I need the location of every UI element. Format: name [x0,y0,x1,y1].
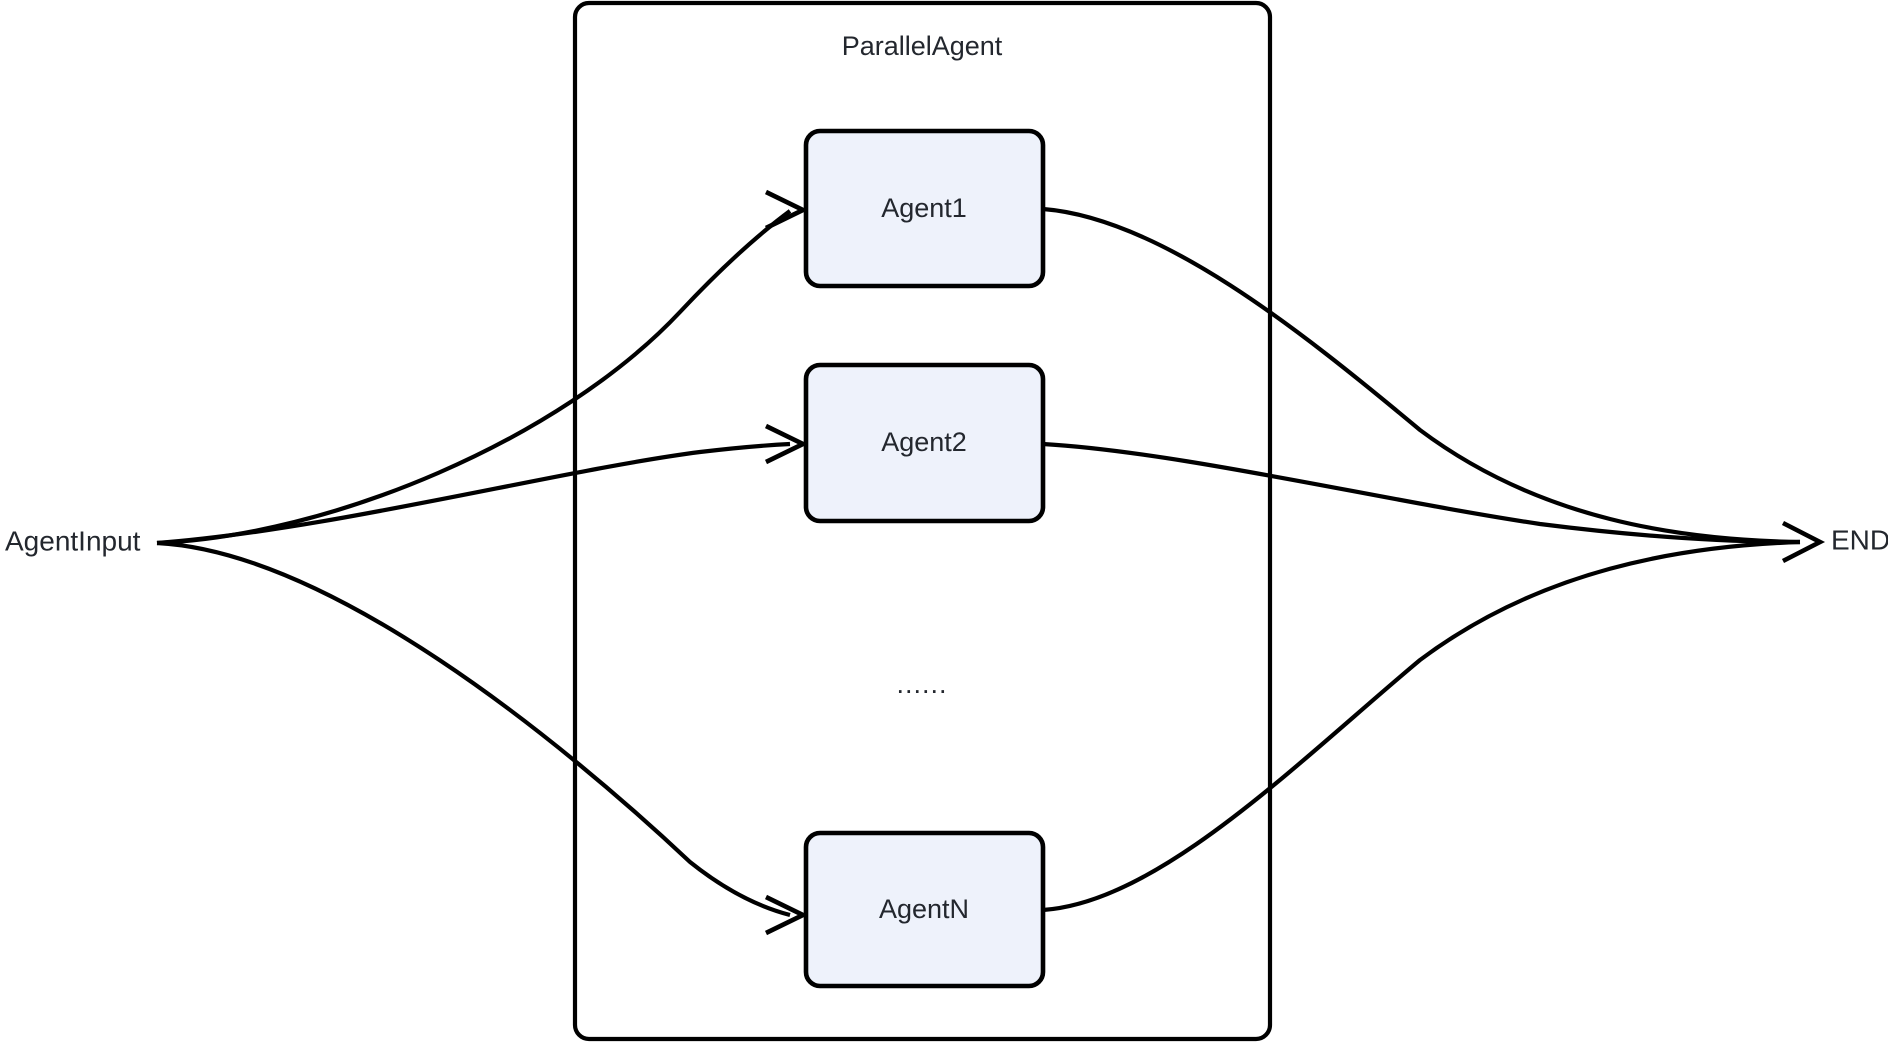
arrowhead-agent2-in [764,423,809,465]
arrowhead-agent1-in [764,189,809,231]
arrowhead-agentn-in [764,894,809,936]
edge-input-to-agent1 [156,209,792,546]
edge-input-to-agentn [156,540,791,918]
arrowhead-end-in [1781,520,1826,564]
agent2-box[interactable] [803,362,1046,524]
agentn-box[interactable] [803,830,1046,989]
agent1-label: Agent1 [881,193,967,223]
edge-agent2-to-end [1042,441,1801,545]
agent-node-n[interactable]: AgentN [803,830,1046,989]
agentn-label: AgentN [879,894,969,924]
edge-agent1-to-end [1042,206,1801,545]
agent-input-label[interactable]: AgentInput [5,525,141,556]
edge-agentn-to-end [1042,539,1801,913]
agent-node-2[interactable]: Agent2 [803,362,1046,524]
edge-input-to-agent2 [156,441,791,546]
agents-ellipsis: ...... [896,669,947,699]
parallel-agent-group-title: ParallelAgent [842,31,1003,61]
agent1-box[interactable] [803,128,1046,289]
agent-node-1[interactable]: Agent1 [803,128,1046,289]
end-node-label[interactable]: END [1831,524,1888,555]
agent2-label: Agent2 [881,427,967,457]
